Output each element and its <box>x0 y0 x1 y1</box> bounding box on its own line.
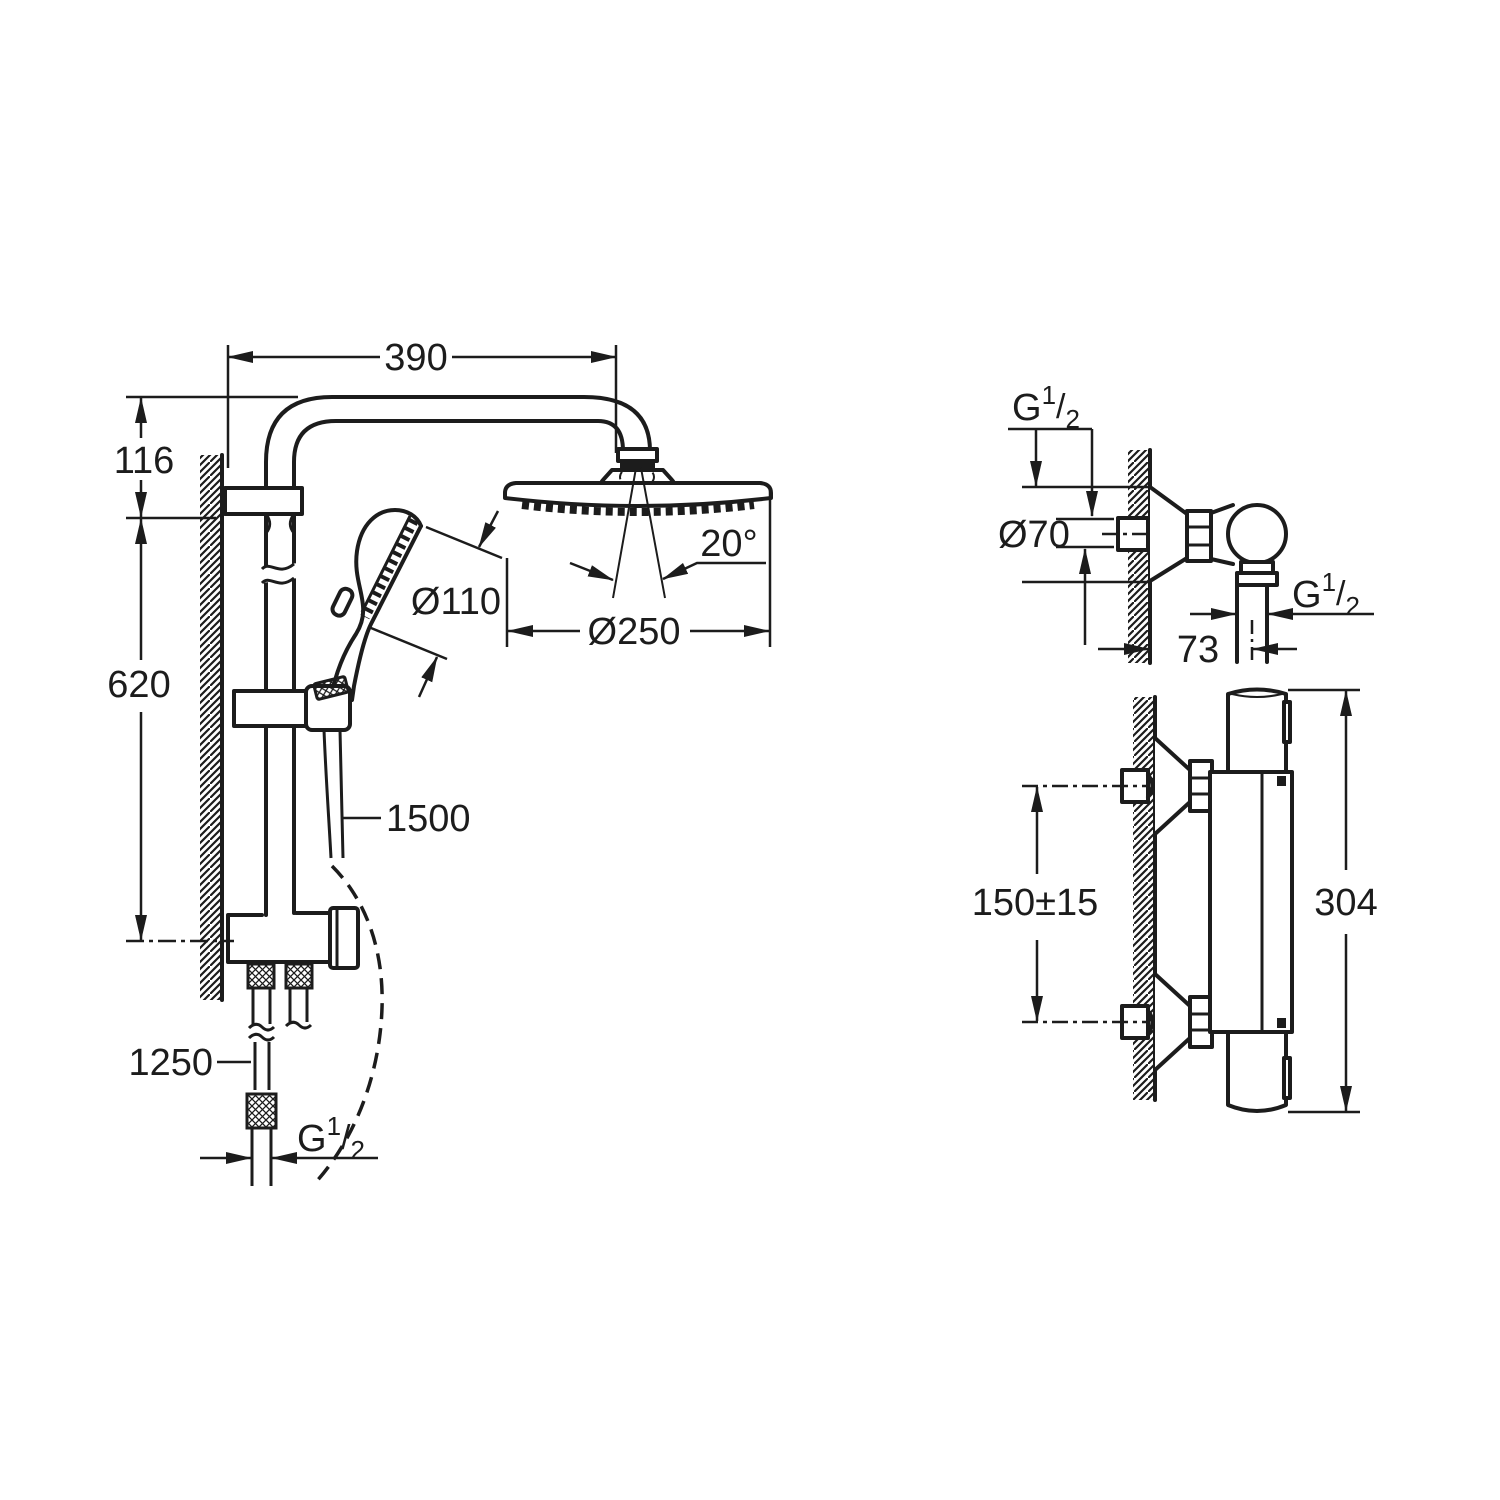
ball-joint-dashed-circle <box>619 465 655 489</box>
volume-handle <box>1226 1032 1288 1113</box>
diverter-knob <box>328 906 360 970</box>
hand-shower-holder <box>232 675 352 732</box>
union-nut <box>1185 509 1213 563</box>
dim-center-distance: 150±15 <box>972 882 1099 924</box>
dim-inlet-thread: G1/2 <box>1012 380 1080 434</box>
dimensions-shower-system: 390 116 620 Ø250 20° Ø110 <box>107 337 772 1165</box>
dim-hand-diameter: Ø110 <box>411 581 501 623</box>
dim-hose-thread: G1/2 <box>297 1111 365 1165</box>
thermostat-front-view: 150±15 304 <box>972 687 1378 1114</box>
dim-head-offset: 116 <box>114 440 175 482</box>
lower-inlet-connection <box>1022 972 1214 1072</box>
dimensions-valve-side: G1/2 Ø70 G1/2 73 <box>998 380 1374 671</box>
dim-escutcheon-diameter: Ø70 <box>998 514 1070 556</box>
shower-rail-and-arm <box>223 395 652 917</box>
valve-body-front <box>1208 770 1294 1034</box>
nozzle-band <box>521 501 755 516</box>
shower-system-front-view: 390 116 620 Ø250 20° Ø110 <box>107 337 773 1186</box>
wall-hatch-top-right <box>1128 448 1152 665</box>
hose-coupling-nut <box>245 1092 278 1130</box>
bottom-housing <box>226 906 360 1186</box>
dimensions-valve-front: 150±15 304 <box>972 688 1378 1114</box>
thermostat-body <box>1208 687 1294 1113</box>
dim-head-diameter: Ø250 <box>588 611 681 653</box>
temperature-handle <box>1226 687 1288 772</box>
dim-spray-angle: 20° <box>700 523 757 565</box>
hose-nut-right <box>284 962 314 990</box>
wall-bracket <box>223 486 304 516</box>
hand-shower-face-dots <box>360 517 419 620</box>
shower-hose <box>314 729 384 1184</box>
spray-angle-lines <box>612 467 666 599</box>
hose-nut-left <box>246 962 276 990</box>
dim-body-height: 304 <box>1314 882 1377 924</box>
valve-body-side <box>1226 503 1288 565</box>
dim-hose-1250: 1250 <box>128 1042 213 1084</box>
dim-rail-span: 620 <box>107 664 170 706</box>
head-shower <box>503 467 773 599</box>
hand-shower-button <box>330 586 355 618</box>
hand-shower <box>328 508 423 702</box>
dim-hose-1500: 1500 <box>386 798 471 840</box>
hose-loop-dashed <box>314 864 384 1184</box>
wall-hatch-left <box>200 453 224 1002</box>
thermostat-side-view: G1/2 Ø70 G1/2 73 <box>998 380 1374 671</box>
hand-shower-cap <box>312 675 350 701</box>
dim-arm-width: 390 <box>384 337 447 379</box>
dim-wall-distance: 73 <box>1177 629 1219 671</box>
upper-inlet-connection <box>1022 736 1214 836</box>
